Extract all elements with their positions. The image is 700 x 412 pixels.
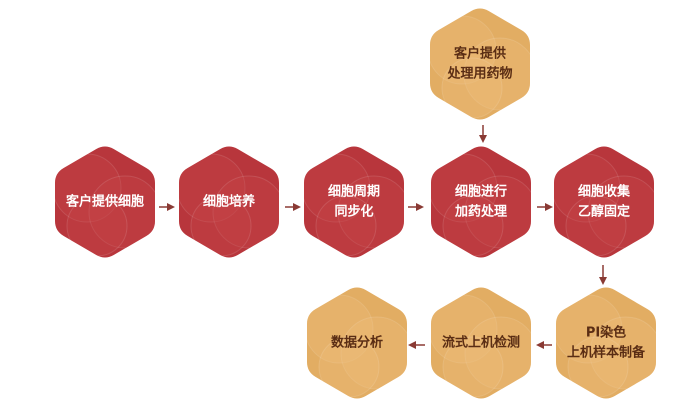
- node-data-analysis: 数据分析: [307, 287, 407, 399]
- hexagon-texture: [554, 153, 654, 257]
- hexagon-shape: [554, 146, 654, 258]
- hexagon-texture: [179, 153, 279, 257]
- node-label-line: 细胞进行: [455, 184, 507, 200]
- node-label-line: 细胞收集: [578, 184, 631, 200]
- hexagon-texture: [431, 153, 531, 257]
- node-label-line: 客户提供细胞: [66, 194, 144, 210]
- hexagon-texture: [431, 294, 531, 398]
- node-cell-culture: 细胞培养: [179, 146, 279, 258]
- hexagon-shape: [307, 287, 407, 399]
- hexagon-shape: [556, 287, 656, 399]
- node-cells-provided: 客户提供细胞: [55, 146, 155, 258]
- node-label-line: 客户提供: [454, 46, 506, 62]
- node-label-line: 同步化: [334, 204, 373, 220]
- node-label-line: 加药处理: [454, 204, 507, 220]
- connectors: [159, 125, 607, 349]
- node-label-line: 流式上机检测: [442, 335, 520, 351]
- node-label-line: 上机样本制备: [567, 345, 646, 361]
- node-label-line: 细胞周期: [328, 184, 380, 200]
- node-flow-cytometry: 流式上机检测: [431, 287, 531, 399]
- node-label-line: PI染色: [586, 325, 626, 341]
- hexagon-texture: [430, 15, 530, 119]
- node-label-line: 处理用药物: [446, 66, 512, 82]
- hexagon-texture: [307, 294, 407, 398]
- hexagon-shape: [179, 146, 279, 258]
- hexagon-shape: [430, 8, 530, 120]
- hexagon-texture: [556, 294, 656, 398]
- hexagon-shape: [431, 146, 531, 258]
- node-label-line: 数据分析: [331, 335, 383, 351]
- hexagon-shape: [55, 146, 155, 258]
- node-label-line: 细胞培养: [203, 194, 256, 210]
- hexagon-texture: [55, 153, 155, 257]
- hexagon-shape: [304, 146, 404, 258]
- hexagon-shape: [431, 287, 531, 399]
- node-label-line: 乙醇固定: [578, 204, 630, 220]
